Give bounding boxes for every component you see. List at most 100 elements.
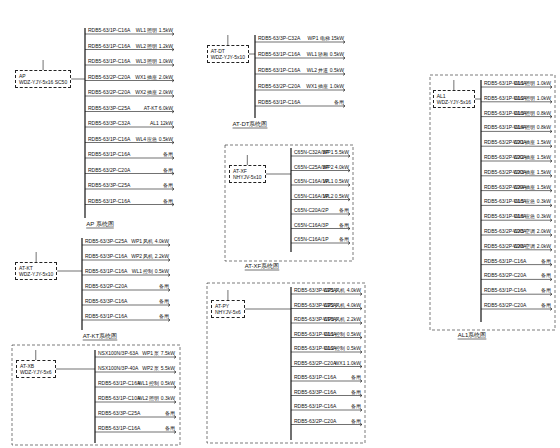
- breaker-label: RDB5-63/2P-C20A: [88, 75, 130, 80]
- incoming-wire: [71, 79, 85, 80]
- busbar: [480, 80, 481, 322]
- breaker-label: RDB5-63/1P-C10A: [98, 396, 140, 401]
- load-label: 备用: [541, 288, 551, 293]
- breaker-label: RDB5-63/1P-C16A: [484, 259, 526, 264]
- circuit-wire: [481, 161, 552, 162]
- load-label: WL4 照明 0.8kW: [514, 125, 551, 130]
- circuit-wire: [82, 305, 170, 306]
- panel-outline: [430, 75, 555, 330]
- breaker-label: RDB5-63/3P-C25A: [85, 239, 127, 244]
- panel-label: NHYJV-5x6: [215, 309, 241, 315]
- circuit-wire: [85, 34, 174, 35]
- circuit-wire: [85, 204, 174, 205]
- breaker-label: RDB5-63/1P-C16A: [88, 59, 130, 64]
- circuit-wire: [255, 74, 345, 75]
- breaker-label: RDB5-63/2P-C20A: [258, 84, 300, 89]
- panel-label: AT-XF: [233, 168, 262, 174]
- heading-underline: [245, 270, 280, 271]
- panel-box: APWDZ-YJY-5x16 SC50: [15, 70, 71, 88]
- load-label: 备用: [163, 152, 173, 157]
- load-label: 备用: [165, 426, 175, 431]
- load-label: 备用: [339, 237, 349, 242]
- circuit-wire: [255, 58, 345, 59]
- breaker-label: RDB5-63/1P-C16A: [294, 404, 336, 409]
- busbar: [290, 287, 291, 440]
- breaker-label: RDB5-63/1P-C16A: [88, 137, 130, 142]
- load-label: 备用: [351, 404, 361, 409]
- breaker-label: RDB5-63/3P-C32A: [258, 36, 300, 41]
- circuit-wire: [85, 189, 174, 190]
- load-label: WL1 控制 0.5kW: [132, 269, 169, 274]
- load-label: AT-KT 6.0kW: [144, 106, 173, 111]
- circuit-wire: [291, 243, 350, 244]
- busbar: [290, 148, 291, 252]
- heading-underline: [83, 340, 118, 341]
- circuit-wire: [95, 417, 176, 418]
- load-label: WP2 4.0kW: [323, 165, 349, 170]
- circuit-wire: [85, 80, 174, 81]
- circuit-wire: [82, 320, 170, 321]
- breaker-label: RDB5-63/2P-C20A: [484, 303, 526, 308]
- breaker-label: RDB5-63/3P-C25A: [98, 411, 140, 416]
- supply-wire: [227, 290, 228, 300]
- panel-label: AT-XB: [20, 363, 52, 369]
- circuit-wire: [85, 127, 174, 128]
- circuit-wire: [85, 158, 174, 159]
- load-label: 备用: [541, 259, 551, 264]
- circuit-wire: [82, 290, 170, 291]
- load-label: 备用: [163, 199, 173, 204]
- supply-wire: [35, 350, 36, 360]
- circuit-wire: [291, 337, 362, 338]
- panel-label: AL1: [437, 93, 471, 99]
- circuit-wire: [95, 357, 176, 358]
- load-label: WP1 电梯 15kW: [308, 36, 344, 41]
- circuit-wire: [291, 381, 362, 382]
- breaker-label: RDB5-63/2P-C20A: [88, 168, 130, 173]
- panel-box: AL1WDZ-YJY-5x16: [433, 90, 475, 108]
- load-label: WP3 风机 2.2kW: [323, 317, 361, 322]
- load-label: WX2 插座 2.0kW: [135, 90, 173, 95]
- load-label: WX1 插座 1.5kW: [513, 140, 551, 145]
- circuit-wire: [85, 142, 174, 143]
- load-label: 备用: [159, 314, 169, 319]
- load-label: 备用: [339, 208, 349, 213]
- breaker-label: RDB5-63/1P-C16A: [88, 28, 130, 33]
- circuit-wire: [82, 245, 170, 246]
- panel-box: AT-XFNHYJV-5x10: [229, 165, 266, 183]
- circuit-wire: [82, 260, 170, 261]
- circuit-wire: [481, 205, 552, 206]
- circuit-wire: [95, 387, 176, 388]
- circuit-wire: [481, 101, 552, 102]
- panel-label: AT-KT: [19, 265, 53, 271]
- supply-wire: [247, 155, 248, 165]
- load-label: WL2 照明 1.2kW: [136, 44, 173, 49]
- circuit-wire: [291, 308, 362, 309]
- circuit-wire: [85, 96, 174, 97]
- circuit-wire: [291, 170, 350, 171]
- circuit-wire: [291, 323, 362, 324]
- load-label: WL2 井道 0.5kW: [307, 68, 344, 73]
- circuit-wire: [291, 410, 362, 411]
- breaker-label: RDB5-63/2P-C20A: [85, 284, 127, 289]
- circuit-wire: [85, 111, 174, 112]
- load-label: WL1 0.5kW: [323, 179, 349, 184]
- breaker-label: RDB5-63/1P-C16A: [88, 44, 130, 49]
- breaker-label: RDB5-63/3P-C32A: [88, 121, 130, 126]
- circuit-wire: [255, 90, 345, 91]
- load-label: WX4 插座 1.5kW: [513, 185, 551, 190]
- circuit-wire: [291, 395, 362, 396]
- breaker-label: RDB5-63/1P-C16A: [88, 152, 130, 157]
- breaker-label: RDB5-63/2P-C20A: [484, 273, 526, 278]
- diagram-heading: AL1系统图: [458, 332, 487, 338]
- circuit-wire: [291, 352, 362, 353]
- circuit-wire: [85, 173, 174, 174]
- load-label: 备用: [163, 168, 173, 173]
- load-label: WL1 控制 0.5kW: [138, 381, 175, 386]
- circuit-wire: [85, 65, 174, 66]
- circuit-wire: [481, 131, 552, 132]
- load-label: WX1 1.0kW: [335, 361, 361, 366]
- load-label: WL3 照明 0.8kW: [514, 111, 551, 116]
- load-label: WL6 应急 0.3kW: [514, 214, 551, 219]
- load-label: 备用: [541, 303, 551, 308]
